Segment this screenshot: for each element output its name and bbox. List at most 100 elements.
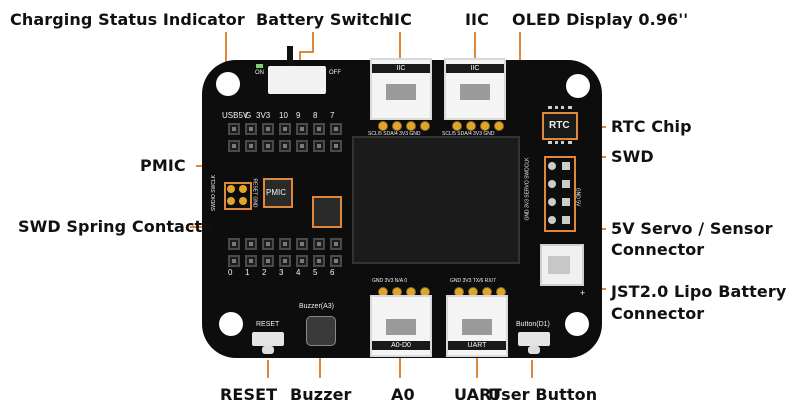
bottom-header-label: 0 — [228, 268, 233, 277]
bottom-header-pad — [245, 238, 257, 250]
oled-display — [352, 136, 520, 264]
servo-pins — [548, 162, 572, 226]
bottom-header-pad — [330, 238, 342, 250]
top-header-label: 7 — [330, 111, 335, 120]
callout-jst-line1: JST2.0 Lipo Battery — [611, 282, 787, 301]
iic-left-tab: IIC — [372, 64, 430, 73]
bottom-header-pad — [313, 255, 325, 267]
a0-connector: A0-D0 — [370, 295, 432, 357]
bottom-header-pad — [279, 238, 291, 250]
reset-button-body — [252, 332, 284, 346]
callout-user-button: User Button — [488, 385, 598, 404]
iic-connector-left: IIC — [370, 58, 432, 120]
top-header-pad — [228, 123, 240, 135]
callout-servo-line2: Connector — [611, 240, 705, 259]
bottom-header-pad — [262, 255, 274, 267]
callout-swd-spring: SWD Spring Contacts — [18, 217, 212, 236]
bottom-header-label: 2 — [262, 268, 267, 277]
iic-right-tab: IIC — [446, 64, 504, 73]
bottom-header-label: 5 — [313, 268, 318, 277]
callout-rtc-chip: RTC Chip — [611, 117, 692, 136]
top-header-label: USB5V — [222, 111, 249, 120]
callout-iic-right: IIC — [465, 10, 489, 29]
a0-tab: A0-D0 — [372, 341, 430, 350]
swd-spring-left-label: SWDIO SWCLK — [211, 174, 218, 212]
mounting-hole-bottom-right — [565, 312, 589, 336]
callout-reset: RESET — [220, 385, 278, 404]
swd-spring-pads — [227, 185, 249, 207]
servo-left-label: GND 3V3 SERVO SWDCLK — [524, 157, 531, 221]
pmic-chip-label: PMIC — [266, 188, 286, 197]
battery-switch-lever[interactable] — [287, 46, 293, 66]
reset-button[interactable] — [262, 346, 274, 354]
top-header-pad — [245, 123, 257, 135]
top-header-pad — [279, 140, 291, 152]
rtc-chip-label: RTC — [549, 120, 570, 131]
bottom-header-pad — [228, 238, 240, 250]
iic-connector-right: IIC — [444, 58, 506, 120]
top-header-pad — [330, 140, 342, 152]
user-button-body — [518, 332, 550, 346]
top-header-pad — [313, 123, 325, 135]
swd-header — [544, 156, 576, 232]
iic-right-pin-labels: SCL/5 SDA/4 3V3 GND — [442, 131, 495, 137]
top-header-label: 8 — [313, 111, 318, 120]
pmic-inductor — [312, 196, 342, 228]
callout-buzzer: Buzzer — [290, 385, 352, 404]
iic-right-pins — [452, 121, 504, 131]
bottom-header-pad — [262, 238, 274, 250]
top-header-pad — [262, 140, 274, 152]
top-header-pad — [228, 140, 240, 152]
pmic-chip — [263, 178, 293, 208]
bottom-header-label: 4 — [296, 268, 301, 277]
top-header-label: 9 — [296, 111, 301, 120]
callout-pmic: PMIC — [140, 156, 186, 175]
bottom-header-pad — [313, 238, 325, 250]
bottom-header-pad — [279, 255, 291, 267]
mounting-hole-top-left — [216, 72, 240, 96]
user-button[interactable] — [528, 346, 540, 354]
bottom-header-pad — [228, 255, 240, 267]
rtc-chip-pins-bottom — [548, 141, 572, 149]
top-header-pad — [279, 123, 291, 135]
top-header-label: G — [245, 111, 252, 120]
callout-jst-line2: Connector — [611, 304, 705, 323]
top-header-pad — [330, 123, 342, 135]
reset-silk-label: RESET — [256, 321, 280, 328]
callout-battery-switch: Battery Switch — [256, 10, 391, 29]
swd-spring-contacts — [224, 182, 252, 210]
callout-iic-left: IIC — [388, 10, 412, 29]
battery-switch-body — [268, 66, 326, 94]
rtc-chip-pins-top — [548, 106, 572, 114]
top-header-pad — [262, 123, 274, 135]
bottom-header-label: 3 — [279, 268, 284, 277]
iic-left-pin-labels: SCL/5 SDA/4 3V3 GND — [368, 131, 421, 137]
rtc-chip — [542, 112, 578, 140]
bottom-header-pad — [330, 255, 342, 267]
callout-oled: OLED Display 0.96'' — [512, 10, 689, 29]
bottom-header-label: 6 — [330, 268, 335, 277]
jst-connector-slot — [548, 256, 570, 274]
top-header-pad — [313, 140, 325, 152]
switch-off-label: OFF — [329, 70, 341, 76]
uart-tab: UART — [448, 341, 506, 350]
mounting-hole-bottom-left — [219, 312, 243, 336]
callout-swd: SWD — [611, 147, 654, 166]
iic-left-pins — [378, 121, 430, 131]
bottom-header-label: 1 — [245, 268, 250, 277]
charging-led — [256, 64, 263, 68]
top-header-label: 3V3 — [256, 111, 271, 120]
servo-right-label: GND 5V — [574, 187, 581, 207]
swd-spring-right-label: RESET GND — [251, 178, 258, 208]
leader-battery-switch — [299, 32, 314, 66]
bottom-header-pad — [296, 255, 308, 267]
bottom-header-pad — [296, 238, 308, 250]
switch-on-label: ON — [255, 70, 264, 76]
top-header-pad — [296, 123, 308, 135]
bottom-header-pad — [245, 255, 257, 267]
user-button-silk-label: Button(D1) — [516, 321, 550, 328]
callout-uart: UART — [454, 385, 502, 404]
callout-charging-status: Charging Status Indicator — [10, 10, 245, 29]
buzzer — [306, 316, 336, 346]
